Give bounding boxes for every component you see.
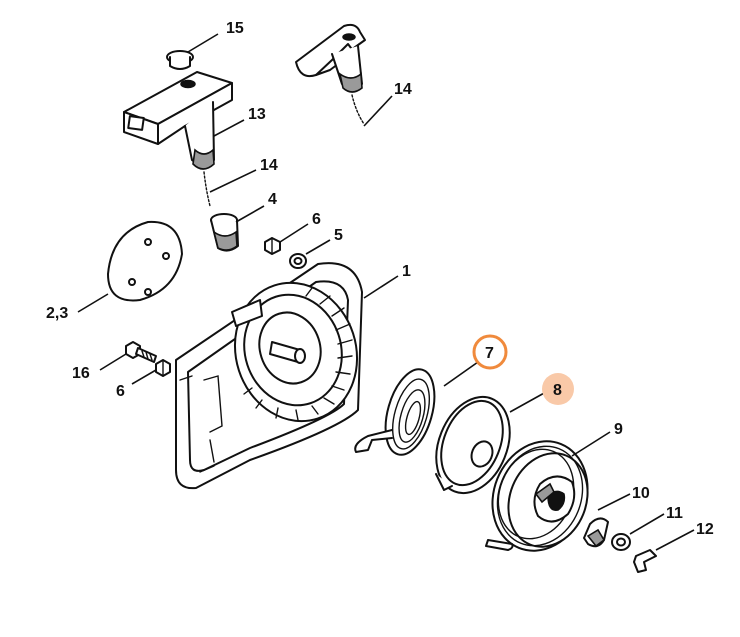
callout-9[interactable]: 9 bbox=[614, 421, 623, 438]
callout-labels: 15 14 13 14 4 6 5 1 2,3 16 6 7 8 9 10 11… bbox=[46, 20, 714, 538]
callout-4[interactable]: 4 bbox=[268, 191, 277, 208]
callout-12[interactable]: 12 bbox=[696, 521, 714, 538]
part-12-spring-clip[interactable] bbox=[633, 549, 657, 573]
part-7-rewind-spring[interactable] bbox=[354, 364, 443, 461]
part-6-collar-screw-upper[interactable] bbox=[264, 237, 281, 255]
part-11-washer[interactable] bbox=[611, 533, 631, 551]
housing-fins bbox=[243, 287, 353, 421]
callout-14-lower[interactable]: 14 bbox=[260, 157, 278, 174]
callout-7[interactable]: 7 bbox=[485, 345, 494, 362]
part-8-washer[interactable] bbox=[423, 386, 524, 504]
part-1-fan-housing[interactable] bbox=[175, 262, 375, 490]
part-13-starter-grip[interactable] bbox=[123, 71, 233, 170]
callout-13[interactable]: 13 bbox=[248, 106, 266, 123]
callout-1[interactable]: 1 bbox=[402, 263, 411, 280]
callout-10[interactable]: 10 bbox=[632, 485, 650, 502]
callout-16[interactable]: 16 bbox=[72, 365, 90, 382]
part-6-collar-screw-lower[interactable] bbox=[155, 359, 171, 377]
part-13-starter-grip-alt[interactable] bbox=[295, 23, 366, 93]
part-10-pawl[interactable] bbox=[583, 517, 609, 548]
part-5-washer[interactable] bbox=[289, 253, 307, 269]
part-4-rope-guide-bush[interactable] bbox=[210, 213, 239, 252]
leader-lines bbox=[77, 33, 695, 551]
part-2-3-cover-plate[interactable] bbox=[107, 220, 183, 302]
callout-15[interactable]: 15 bbox=[226, 20, 244, 37]
highlight-ring-7 bbox=[472, 334, 508, 370]
part-14-rope-upper[interactable] bbox=[351, 94, 365, 125]
callout-5[interactable]: 5 bbox=[334, 227, 343, 244]
callout-14-upper[interactable]: 14 bbox=[394, 81, 412, 98]
part-9-rope-rotor[interactable] bbox=[476, 427, 603, 565]
callout-2-3[interactable]: 2,3 bbox=[46, 305, 68, 322]
callout-6-upper[interactable]: 6 bbox=[312, 211, 321, 228]
callout-6-lower[interactable]: 6 bbox=[116, 383, 125, 400]
callout-8[interactable]: 8 bbox=[553, 382, 562, 399]
part-15-cap[interactable] bbox=[166, 50, 194, 70]
part-14-rope-lower[interactable] bbox=[203, 171, 211, 207]
highlight-disc-8 bbox=[542, 373, 574, 405]
callout-11[interactable]: 11 bbox=[666, 505, 683, 522]
part-16-screw[interactable] bbox=[125, 341, 157, 363]
